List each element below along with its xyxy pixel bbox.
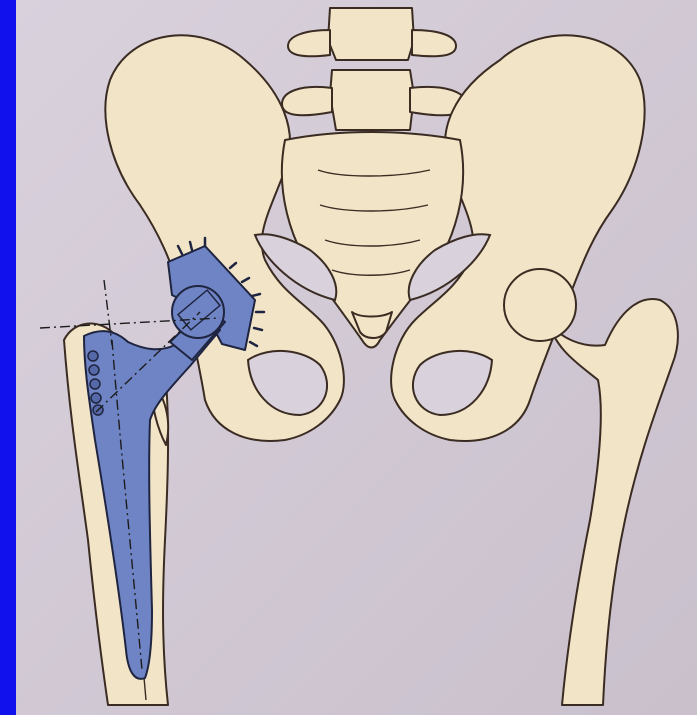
left-blue-border	[0, 0, 16, 715]
right-femoral-head	[504, 269, 576, 341]
paper-background	[16, 0, 697, 715]
prosthetic-femoral-head	[172, 286, 224, 338]
stem-hole-3	[90, 379, 100, 389]
stem-hole-4	[91, 393, 101, 403]
hip-prosthesis-illustration	[16, 0, 697, 715]
stem-hole-2	[89, 365, 99, 375]
vertebra-lower	[330, 70, 414, 130]
stem-hole-1	[88, 351, 98, 361]
vertebra-upper	[328, 8, 414, 60]
